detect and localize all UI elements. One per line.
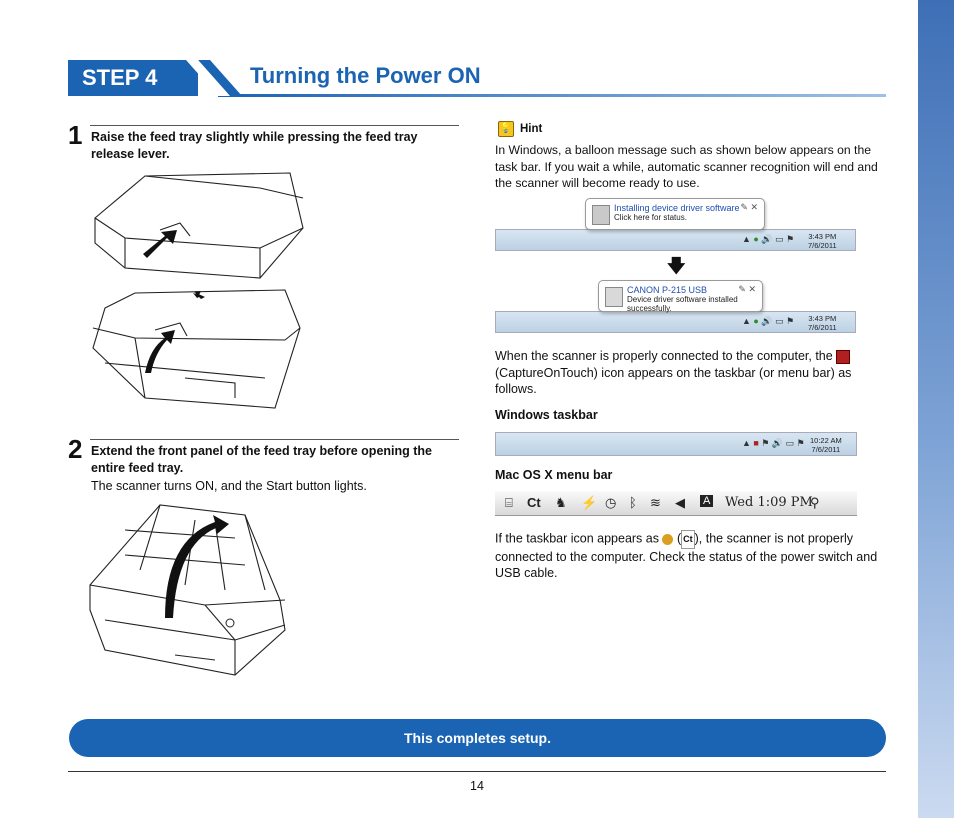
step-badge: STEP 4 bbox=[68, 60, 198, 96]
hint-label: Hint bbox=[520, 123, 543, 135]
close-icon: ✎ ✕ bbox=[740, 202, 758, 212]
close-icon: ✎ ✕ bbox=[738, 284, 756, 294]
captureontouch-disconnected-icon bbox=[662, 533, 674, 545]
tray-icons: ▲ ● 🔊 ▭ ⚑ bbox=[742, 234, 795, 244]
down-triangle-icon: ▼ bbox=[193, 289, 203, 300]
device-installed-icon bbox=[605, 287, 623, 307]
step2-instruction: Extend the front panel of the feed tray … bbox=[91, 444, 432, 475]
installed-balloon: CANON P-215 USB Device driver software i… bbox=[598, 280, 763, 313]
balloon-title: CANON P-215 USB bbox=[627, 285, 708, 295]
captureontouch-disconnected-mac-icon: Ct bbox=[681, 530, 695, 549]
captureontouch-icon bbox=[836, 349, 851, 364]
hint-text: In Windows, a balloon message such as sh… bbox=[495, 143, 878, 190]
spotlight-search-icon: ⚲ bbox=[810, 495, 820, 510]
installing-balloon: Installing device driver software Click … bbox=[585, 198, 765, 230]
step1-number: 1 bbox=[68, 120, 83, 150]
setup-complete-banner: This completes setup. bbox=[69, 719, 886, 757]
tray-icons: ▲ ■ ⚑ 🔊 ▭ ⚑ bbox=[742, 438, 805, 448]
step2-rule bbox=[90, 439, 459, 440]
volume-icon: ◀ bbox=[675, 495, 685, 510]
mac-menubar-heading: Mac OS X menu bar bbox=[495, 468, 613, 482]
scanner-feed-tray-illustration bbox=[92, 172, 304, 409]
down-arrow-icon: 🡇 bbox=[667, 256, 686, 276]
header-slash-decoration bbox=[186, 60, 242, 96]
step1-instruction: Raise the feed tray slightly while press… bbox=[91, 130, 418, 161]
hint-lightbulb-icon: 💡 bbox=[498, 121, 514, 137]
wifi-icon: ≋ bbox=[650, 495, 661, 510]
balloon-title: Installing device driver software bbox=[614, 203, 740, 213]
tray-icons: ▲ ● 🔊 ▭ ⚑ bbox=[742, 316, 795, 326]
step2-note: The scanner turns ON, and the Start butt… bbox=[91, 479, 367, 493]
evernote-icon: ♞ bbox=[555, 495, 567, 510]
device-icon bbox=[592, 205, 610, 225]
windows-taskbar-heading: Windows taskbar bbox=[495, 408, 598, 422]
menubar-clock: Wed 1:09 PM bbox=[725, 495, 813, 510]
header-rule bbox=[218, 94, 886, 97]
sync-icon: ⚡ bbox=[581, 495, 598, 510]
disconnected-paragraph: If the taskbar icon appears as (Ct), the… bbox=[495, 530, 878, 580]
balloon-subtitle: Click here for status. bbox=[614, 213, 687, 222]
bluetooth-icon: ᛒ bbox=[629, 495, 637, 510]
step2-number: 2 bbox=[68, 434, 83, 464]
page-sidebar-band bbox=[918, 0, 954, 818]
footer-rule bbox=[68, 771, 886, 772]
balloon-subtitle: Device driver software installed success… bbox=[627, 295, 738, 313]
page-number: 14 bbox=[470, 779, 484, 793]
connected-paragraph: When the scanner is properly connected t… bbox=[495, 349, 852, 396]
step1-rule bbox=[90, 125, 459, 126]
scanner-icon: ⌸ bbox=[505, 495, 513, 510]
step-title: Turning the Power ON bbox=[250, 63, 481, 88]
captureontouch-icon: Ct bbox=[527, 495, 541, 510]
step-header: STEP 4 Turning the Power ON bbox=[68, 60, 886, 98]
time-machine-icon: ◷ bbox=[605, 495, 617, 510]
scanner-open-tray-illustration bbox=[89, 504, 286, 676]
input-source-icon: A bbox=[700, 495, 714, 507]
mac-menubar: ⌸ Ct ♞ ⚡ ◷ ᛒ ≋ ◀ A Wed 1:09 PM ⚲ bbox=[495, 491, 857, 516]
